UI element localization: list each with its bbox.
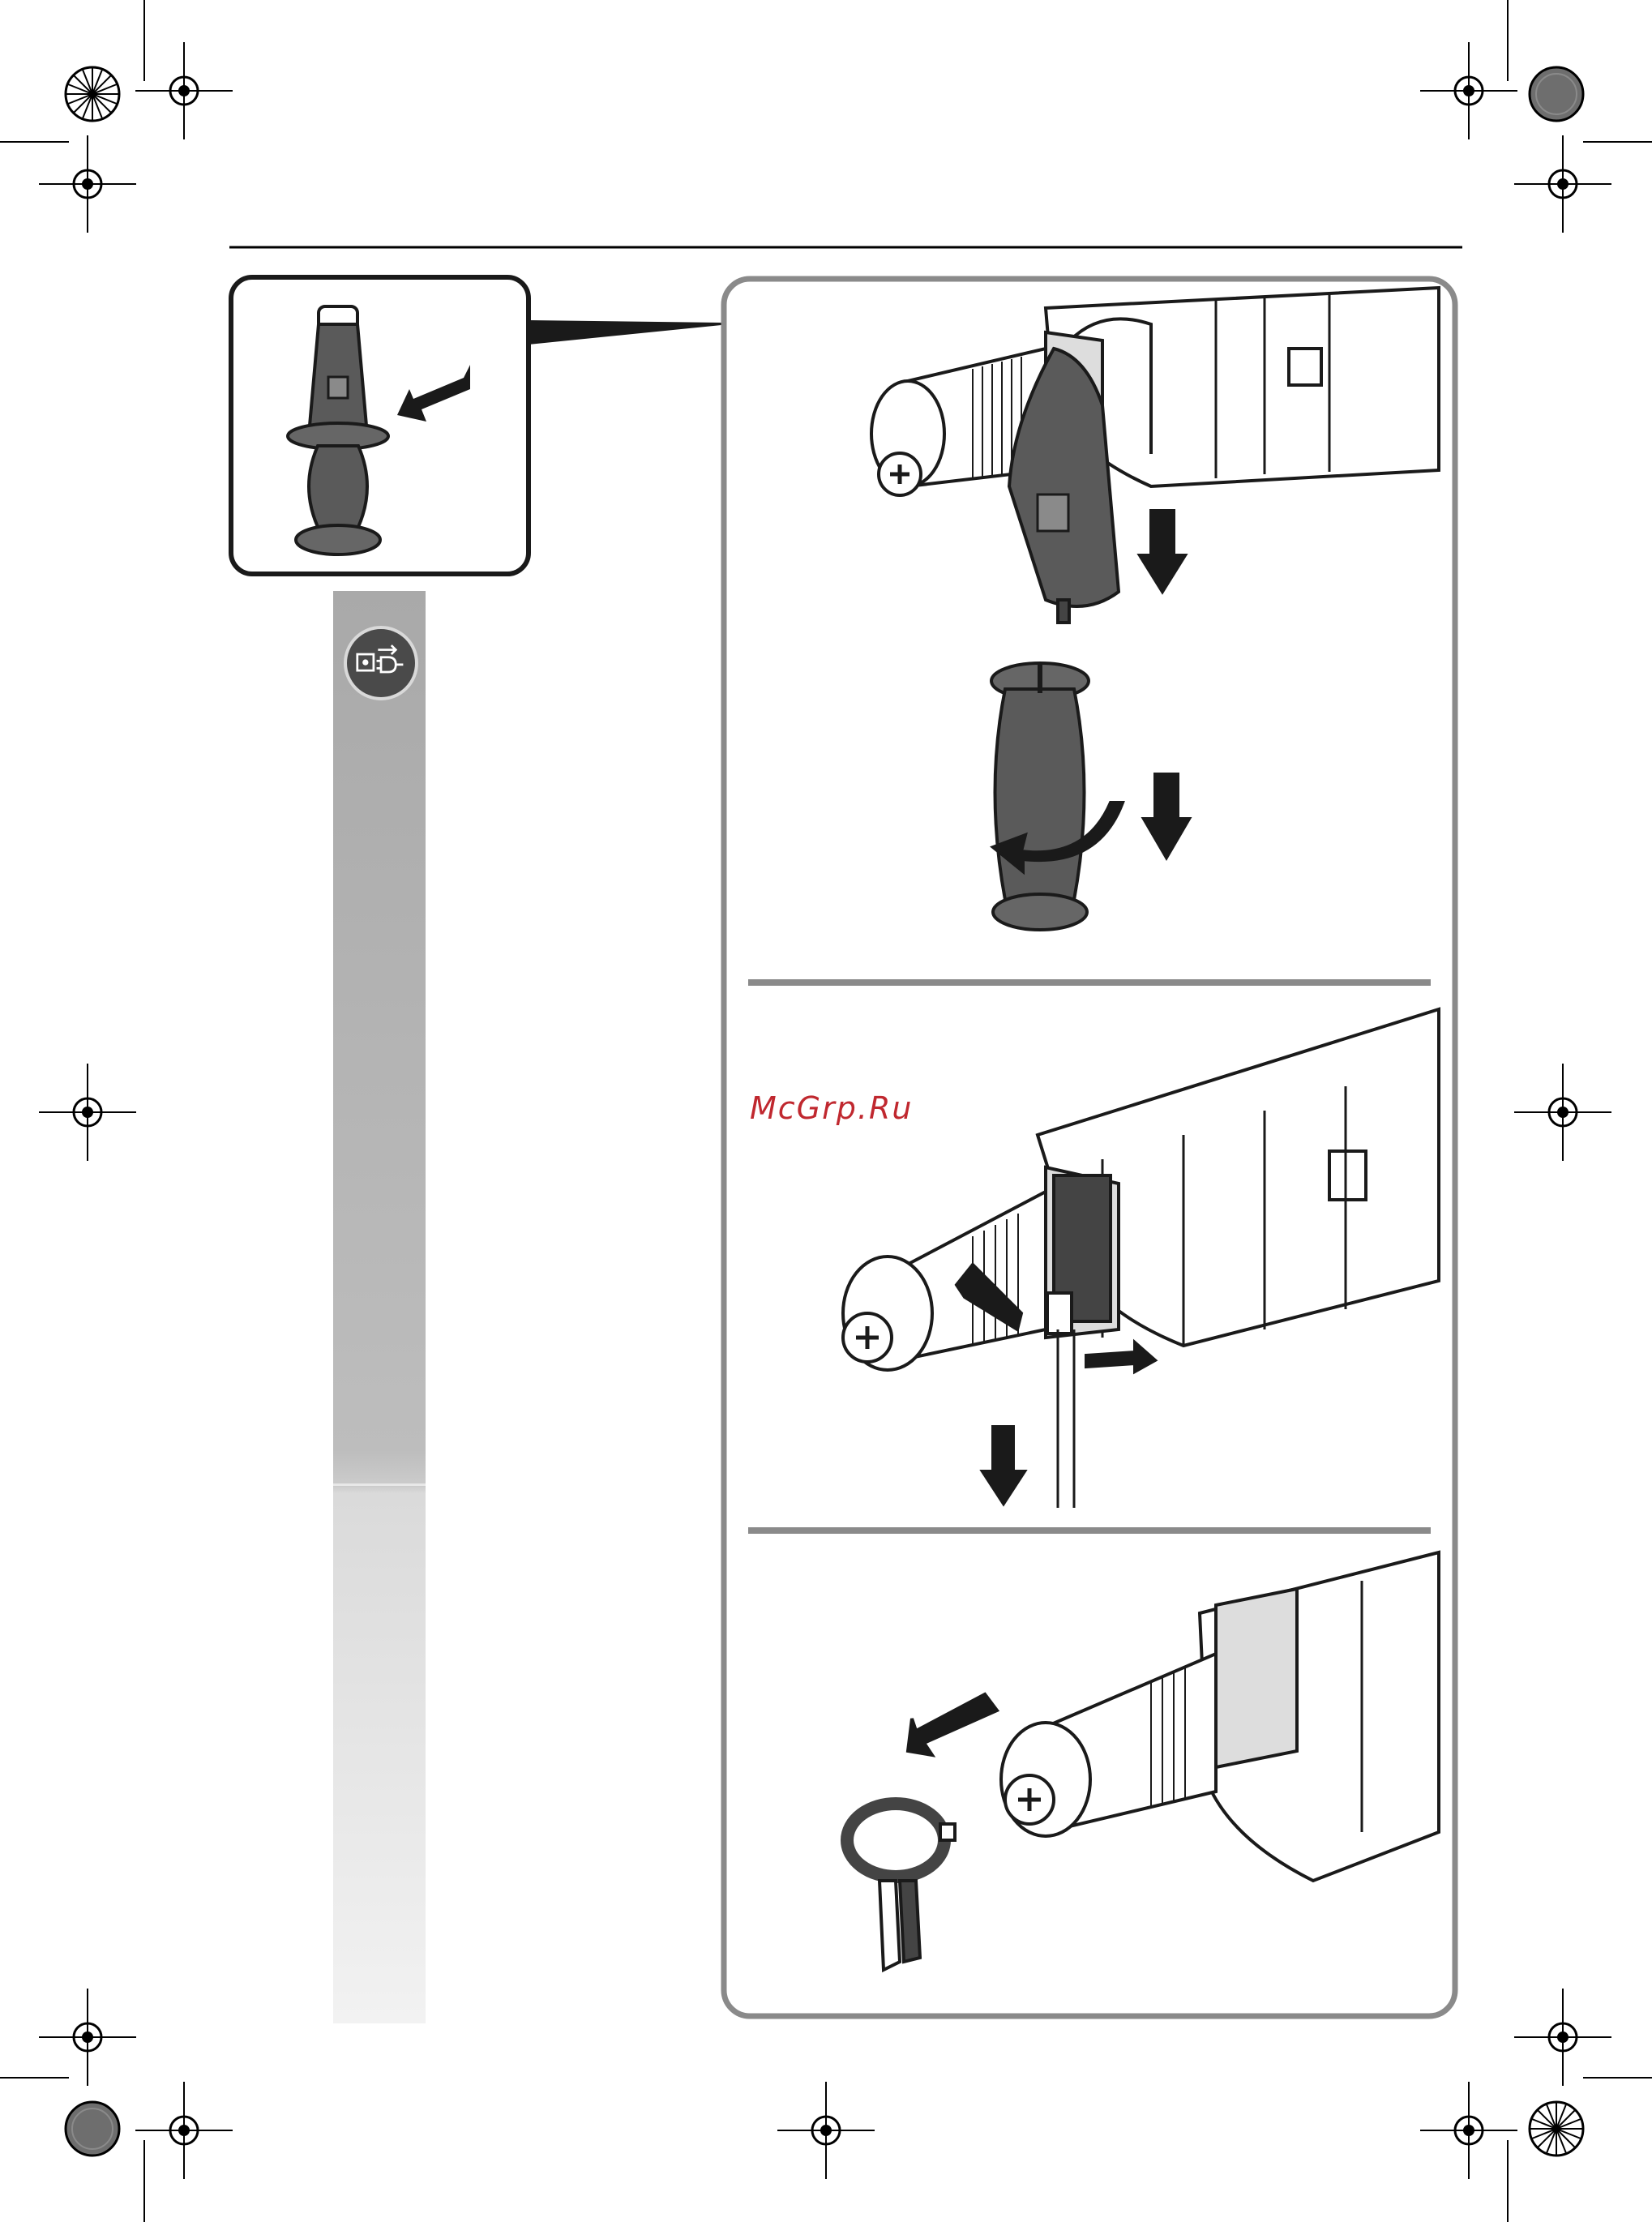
gray-target-icon [66,2102,119,2156]
side-shade-band [333,591,426,2023]
unplug-power-icon [344,626,418,700]
watermark-text: McGrp.Ru [750,1090,913,1126]
plug-glyph [347,629,415,697]
color-wheel-target-icon [1530,2102,1583,2156]
band-divider [333,1483,426,1486]
gray-target-icon [1530,67,1583,121]
color-wheel-target-icon [66,67,119,121]
detail-callout [231,277,721,574]
